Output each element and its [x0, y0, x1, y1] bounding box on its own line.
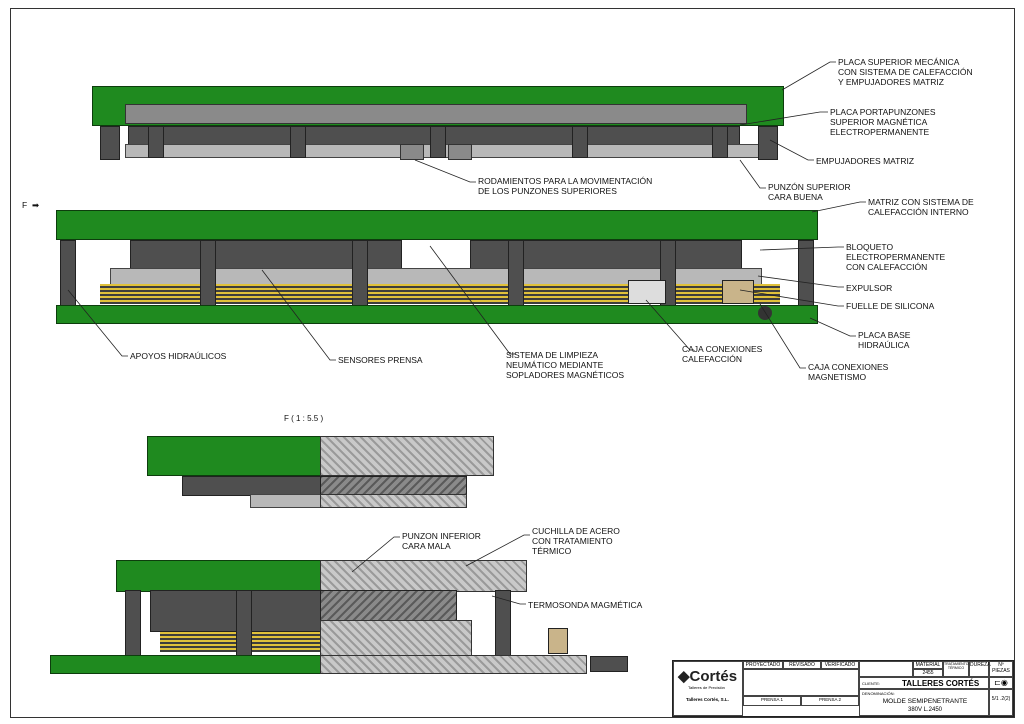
connector: [758, 306, 772, 320]
company-name: Talleres Cortés, S.L.: [686, 697, 729, 702]
reference: 380V L.2450: [907, 707, 943, 713]
material-value: 2455: [913, 669, 943, 677]
pusher: [290, 126, 306, 158]
label-sensores: SENSORES PRENSA: [338, 355, 423, 365]
prensa-2: PRENSA 2: [801, 696, 859, 706]
denomination: MOLDE SEMIPENETRANTE: [882, 698, 968, 705]
sheet-border: [10, 8, 1015, 718]
label-matriz: MATRIZ CON SISTEMA DE CALEFACCIÓN INTERN…: [868, 197, 974, 217]
label-caja-magnetismo: CAJA CONEXIONES MAGNETISMO: [808, 362, 889, 382]
die-plate-hatched: [320, 560, 527, 592]
dureza-label: DUREZA: [969, 661, 991, 677]
base-plate-hatched: [320, 655, 587, 674]
label-expulsor: EXPULSOR: [846, 283, 893, 293]
material-label: MATERIAL: [913, 661, 943, 669]
die-plate-section: [116, 560, 321, 592]
upper-plate-hatched: [320, 436, 494, 476]
pusher: [758, 126, 778, 160]
bearing: [448, 144, 472, 160]
piezas-label: Nº PIEZAS: [989, 661, 1013, 677]
label-placa-portapunzones: PLACA PORTAPUNZONES SUPERIOR MAGNÉTICA E…: [830, 107, 936, 137]
signatures-area: [743, 669, 859, 696]
prensa-1: PRENSA 1: [743, 696, 801, 706]
header-revisado: REVISADO: [783, 661, 821, 669]
logo-subtitle: Talleres de Precisión: [688, 685, 725, 690]
label-empujadores: EMPUJADORES MATRIZ: [816, 156, 915, 166]
heating-connection-box: [628, 280, 666, 304]
upper-plate-channel: [125, 104, 747, 124]
label-placa-superior: PLACA SUPERIOR MECÁNICA CON SISTEMA DE C…: [838, 57, 973, 87]
label-bloqueto: BLOQUETO ELECTROPERMANENTE CON CALEFACCI…: [846, 242, 946, 272]
projection-symbol-icon: ⊏◉: [989, 677, 1013, 689]
silicone-bellows: [100, 284, 780, 304]
label-cuchilla: CUCHILLA DE ACERO CON TRATAMIENTO TÉRMIC…: [532, 526, 620, 556]
label-apoyos: APOYOS HIDRAÚLICOS: [130, 351, 227, 361]
section-title: F ( 1 : 5.5 ): [284, 414, 324, 423]
scale: 5/1 .2(2): [989, 689, 1013, 716]
pusher: [148, 126, 164, 158]
company-logo: ◆Cortés: [678, 668, 738, 685]
label-limpieza: SISTEMA DE LIMPIEZA NEUMÁTICO MEDIANTE S…: [506, 350, 625, 380]
label-punzon-superior: PUNZÓN SUPERIOR CARA BUENA: [768, 182, 851, 202]
ejector-hatched: [320, 620, 472, 656]
connection-box: [548, 628, 568, 654]
upper-plate-section: [147, 436, 321, 476]
bearing: [400, 144, 424, 160]
label-punzon-inferior: PUNZON INFERIOR CARA MALA: [402, 531, 481, 551]
view-marker: F: [22, 200, 28, 210]
label-placa-base: PLACA BASE HIDRAÚLICA: [858, 330, 911, 350]
label-fuelle: FUELLE DE SILICONA: [846, 301, 935, 311]
client-cell: CLIENTE: TALLERES CORTÉS: [859, 677, 989, 689]
header-verificado: VERIFICADO: [821, 661, 859, 669]
punch-hatched: [320, 494, 467, 508]
logo-cell: ◆Cortés Talleres de Precisión Talleres C…: [673, 661, 743, 716]
tratamiento-label: TRATAMIENTO TÉRMICO: [943, 661, 969, 677]
header-proyectado: PROYECTADO: [743, 661, 783, 669]
magnetism-connection-box: [722, 280, 754, 304]
client-label: CLIENTE:: [862, 681, 881, 686]
label-termosonda: TERMOSONDA MAGMÉTICA: [528, 600, 643, 610]
client-name: TALLERES CORTÉS: [902, 679, 980, 688]
pusher: [430, 126, 446, 158]
view-arrow-icon: ➡: [32, 200, 40, 210]
pusher: [572, 126, 588, 158]
denomination-label: DENOMINACIÓN:: [862, 691, 895, 696]
ref-cell: [859, 661, 913, 677]
pusher: [712, 126, 728, 158]
logo-mark-icon: ◆: [678, 668, 690, 685]
denomination-cell: DENOMINACIÓN: MOLDE SEMIPENETRANTE 380V …: [859, 689, 989, 716]
connector: [590, 656, 628, 672]
hydraulic-base-plate: [56, 305, 818, 324]
label-rodamientos: RODAMIENTOS PARA LA MOVIMENTACIÓN DE LOS…: [478, 176, 653, 196]
pusher: [100, 126, 120, 160]
die-plate: [56, 210, 818, 240]
label-caja-calefaccion: CAJA CONEXIONES CALEFACCIÓN: [682, 344, 763, 364]
title-block: ◆Cortés Talleres de Precisión Talleres C…: [672, 660, 1014, 717]
